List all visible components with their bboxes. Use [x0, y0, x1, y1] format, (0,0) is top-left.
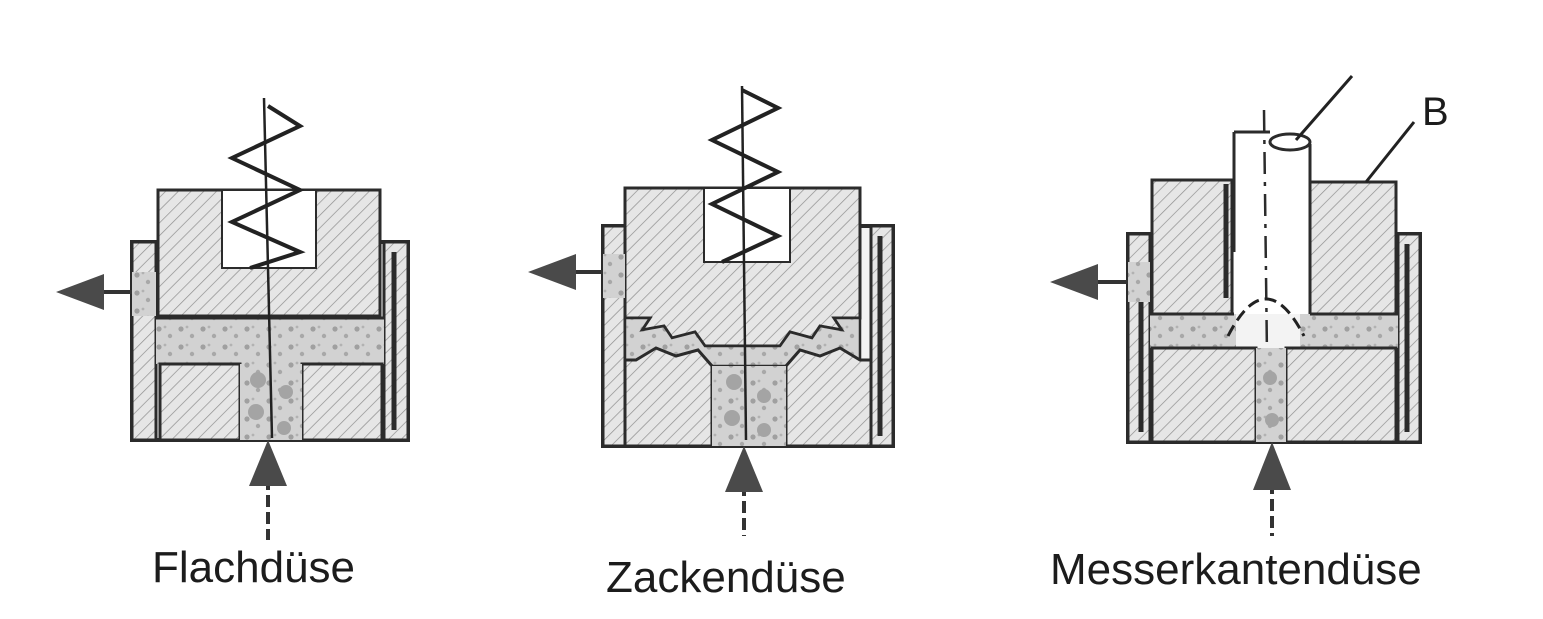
flat-outlet-arrow — [56, 274, 104, 310]
knife-inlet-arrow — [1253, 442, 1291, 490]
knife-fluid-gap-left — [1150, 314, 1236, 348]
flat-housing-wall-left — [130, 240, 158, 442]
serrated-seat-left — [623, 346, 714, 448]
serrated-seat-right — [784, 346, 873, 448]
serrated-nozzle — [528, 85, 895, 536]
knife-edge-nozzle — [1050, 75, 1422, 536]
knife-outlet-port — [1128, 262, 1150, 302]
serrated-inlet-channel — [712, 366, 786, 446]
knife-tube-opening — [1268, 132, 1312, 152]
serrated-spring — [707, 88, 783, 264]
caption-serrated-nozzle: Zackendüse — [606, 553, 846, 602]
knife-fluid-gap-right — [1300, 314, 1398, 348]
knife-body-left — [1150, 178, 1234, 316]
knife-pointer-b — [1364, 121, 1416, 183]
flat-nozzle — [56, 97, 410, 540]
caption-knife-edge-nozzle: Messerkantendüse — [1050, 545, 1422, 594]
caption-flat-nozzle: Flachdüse — [152, 543, 356, 592]
knife-pointer-tube — [1294, 75, 1354, 141]
flat-inlet-arrow — [249, 440, 287, 486]
serrated-outlet-arrow — [528, 254, 576, 290]
knife-inlet-channel — [1256, 348, 1286, 442]
flat-outlet-port — [132, 272, 156, 316]
flat-spring-chamber — [221, 189, 317, 269]
serrated-outlet-port — [603, 254, 625, 298]
knife-edge-dashed — [1226, 297, 1306, 337]
knife-body-right — [1308, 180, 1398, 316]
knife-center-tube — [1234, 132, 1310, 314]
knife-seat-left — [1150, 346, 1258, 444]
knife-seat-right — [1284, 346, 1398, 444]
flat-seat-left — [158, 362, 242, 442]
knife-outlet-arrow — [1050, 264, 1098, 300]
flat-seat-right — [300, 362, 384, 442]
flat-spring — [227, 104, 306, 270]
label-b: B — [1422, 90, 1449, 134]
serrated-inlet-arrow — [725, 446, 763, 492]
